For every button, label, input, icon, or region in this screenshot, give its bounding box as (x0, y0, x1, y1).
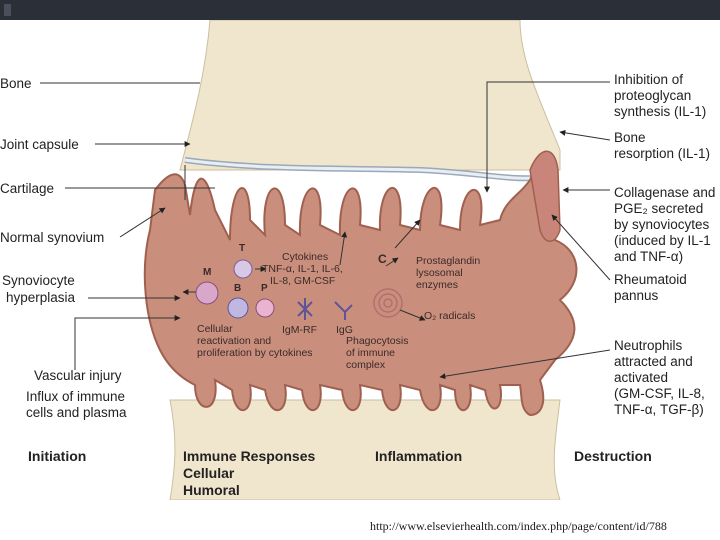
label-influx-line2: cells and plasma (26, 405, 127, 420)
source-url: http://www.elsevierhealth.com/index.php/… (370, 519, 667, 534)
label-neutrophils-line3: activated (614, 370, 668, 386)
stage-immune-cellular: Cellular (183, 465, 234, 481)
stage-immune-humoral: Humoral (183, 482, 240, 498)
label-neutrophils-line4: (GM-CSF, IL-8, (614, 386, 705, 402)
label-influx-line1: Influx of immune (26, 389, 125, 404)
label-cellular-line3: proliferation by cytokines (197, 348, 313, 360)
label-inhibition-line1: Inhibition of (614, 72, 683, 88)
label-prostaglandin-line1: Prostaglandin (416, 256, 480, 268)
label-cytokines-list1: TNF-α, IL-1, IL-6, (262, 264, 343, 276)
label-pannus-line1: Rheumatoid (614, 272, 687, 288)
label-cartilage: Cartilage (0, 181, 54, 196)
label-collagenase-line5: and TNF-α) (614, 249, 683, 265)
label-phagocytosis-line2: of immune (346, 348, 395, 360)
label-neutrophils-line1: Neutrophils (614, 338, 682, 354)
cell-m (196, 282, 218, 304)
label-cytokines-list2: IL-8, GM-CSF (270, 276, 335, 288)
label-cellular-line1: Cellular (197, 324, 233, 336)
stage-initiation: Initiation (28, 448, 86, 464)
joint-illustration (0, 20, 720, 500)
stage-immune-responses: Immune Responses (183, 448, 315, 464)
label-neutrophils-line2: attracted and (614, 354, 693, 370)
label-cytokines: Cytokines (282, 252, 328, 264)
label-phagocytosis-line1: Phagocytosis (346, 336, 408, 348)
label-normal-synovium: Normal synovium (0, 230, 104, 245)
stage-destruction: Destruction (574, 448, 652, 464)
label-phagocytosis-line3: complex (346, 360, 385, 372)
label-cellular-line2: reactivation and (197, 336, 271, 348)
label-neutrophils-line5: TNF-α, TGF-β) (614, 402, 704, 418)
slide-corner-mark (4, 4, 11, 16)
label-cell-t: T (239, 243, 245, 255)
label-inhibition-line2: proteoglycan (614, 88, 691, 104)
label-bone: Bone (0, 76, 32, 91)
label-collagenase-line2: PGE₂ secreted (614, 201, 703, 217)
label-bone-resorption-line2: resorption (IL-1) (614, 146, 710, 162)
label-collagenase-line1: Collagenase and (614, 185, 715, 201)
label-collagenase-line4: (induced by IL-1 (614, 233, 711, 249)
label-vascular-injury: Vascular injury (34, 368, 122, 383)
label-collagenase-line3: by synoviocytes (614, 217, 709, 233)
label-pannus-line2: pannus (614, 288, 658, 304)
label-inhibition-line3: synthesis (IL-1) (614, 104, 706, 120)
stage-inflammation: Inflammation (375, 448, 462, 464)
cell-b (228, 298, 248, 318)
label-synoviocyte-line2: hyperplasia (6, 290, 75, 305)
label-igm-rf: IgM-RF (282, 325, 317, 337)
label-cell-m: M (203, 267, 211, 279)
label-prostaglandin-line2: lysosomal (416, 268, 463, 280)
label-cell-b: B (234, 283, 241, 295)
label-prostaglandin-line3: enzymes (416, 280, 458, 292)
label-joint-capsule: Joint capsule (0, 137, 79, 152)
label-synoviocyte-line1: Synoviocyte (2, 273, 75, 288)
label-o2-radicals: O₂ radicals (424, 311, 475, 323)
slide-top-bar (0, 0, 720, 20)
label-bone-resorption-line1: Bone (614, 130, 646, 146)
cell-p (256, 299, 274, 317)
rheumatoid-joint-figure: Bone Joint capsule Cartilage Normal syno… (0, 20, 720, 500)
cell-t (234, 260, 252, 278)
label-cell-p: P (261, 283, 268, 295)
bone-upper (180, 20, 560, 170)
label-complement-c: C (378, 254, 387, 266)
